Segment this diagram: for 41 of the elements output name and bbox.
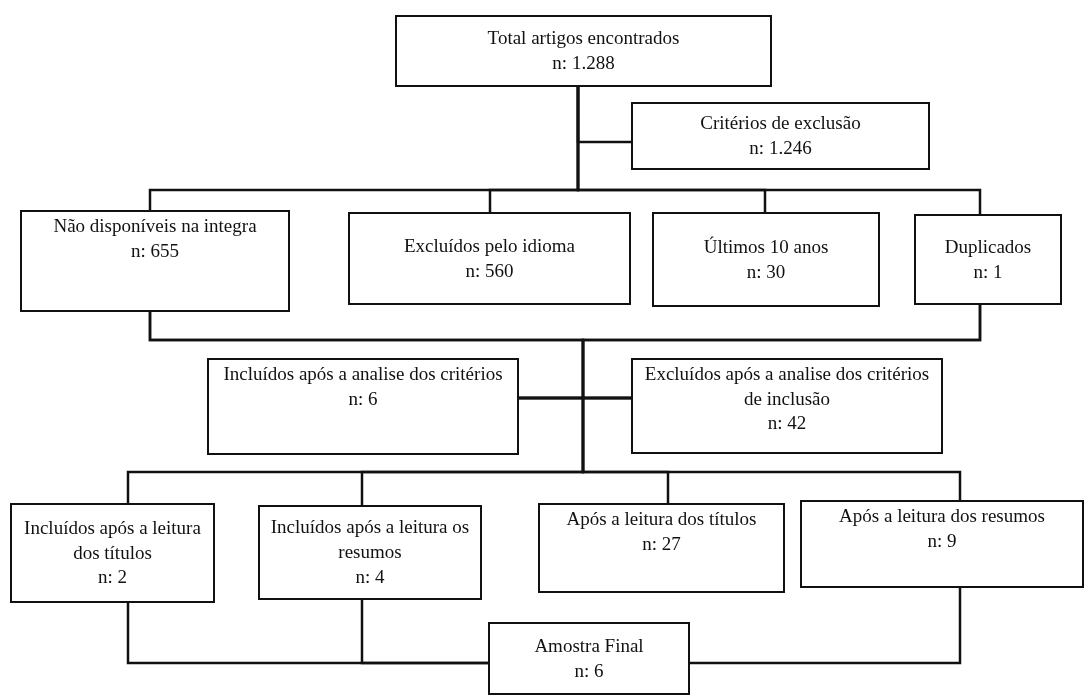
box-text: n: 4: [355, 564, 385, 589]
box-text: Excluídos pelo idioma: [404, 233, 575, 258]
process-box: [538, 503, 785, 593]
process-box: [395, 15, 772, 87]
process-box: [258, 505, 482, 600]
process-box: [652, 212, 880, 307]
box-text: n: 6: [574, 658, 604, 683]
box-text: Últimos 10 anos: [703, 234, 829, 259]
connector-line: [690, 588, 962, 665]
process-box: [10, 503, 215, 603]
box-text: Duplicados: [944, 234, 1032, 259]
box-text: n: 1.246: [749, 136, 812, 160]
process-box: [800, 500, 1084, 588]
process-box: [631, 102, 930, 170]
box-text: n: 655: [131, 238, 179, 263]
box-text: Incluídos após a analise dos critérios: [223, 362, 503, 386]
process-box: [914, 214, 1062, 305]
box-text: Não disponíveis na integra: [53, 214, 257, 238]
box-text: n: 1.288: [552, 51, 615, 75]
box-text: n: 6: [348, 386, 378, 411]
connector-line: [360, 396, 585, 505]
connector-line: [576, 87, 982, 214]
box-text: n: 30: [746, 259, 786, 284]
box-text: Após a leitura dos resumos: [839, 504, 1045, 528]
process-box: [488, 622, 690, 695]
box-text: n: 1: [973, 259, 1003, 284]
box-text: n: 2: [98, 565, 127, 590]
process-box: [348, 212, 631, 305]
box-text: Critérios de exclusão: [700, 111, 861, 136]
box-text: n: 42: [767, 411, 807, 436]
process-box: [631, 358, 943, 454]
box-text: Após a leitura dos títulos: [566, 507, 757, 531]
process-box: [207, 358, 519, 455]
box-text: n: 9: [927, 528, 957, 553]
box-text: Total artigos encontrados: [487, 26, 680, 51]
box-text: Amostra Final: [534, 633, 644, 658]
box-text: n: 27: [642, 531, 681, 556]
connector-line: [360, 600, 488, 665]
connector-line: [581, 396, 962, 500]
process-box: [20, 210, 290, 312]
box-text: n: 560: [465, 258, 514, 283]
